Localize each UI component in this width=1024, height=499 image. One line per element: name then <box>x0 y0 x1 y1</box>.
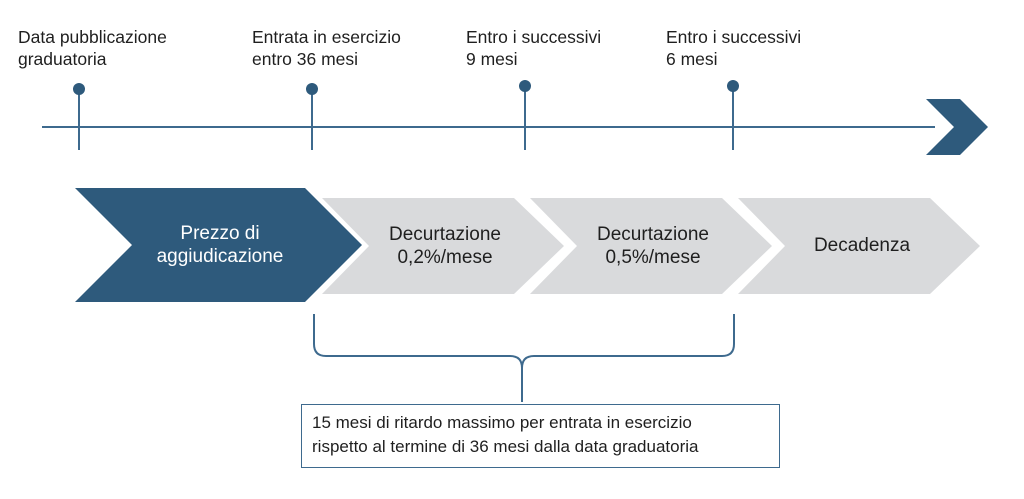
phase-chevron-decurtazione-1 <box>322 198 564 294</box>
milestone-label-1: Data pubblicazione graduatoria <box>18 26 167 70</box>
phase-label-decurtazione-2-line-1: Decurtazione <box>597 224 709 245</box>
delay-brace <box>313 314 735 402</box>
phase-label-decurtazione-2: Decurtazione 0,5%/mese <box>563 223 743 269</box>
milestone-marker-3 <box>519 80 531 150</box>
phase-label-prezzo: Prezzo di aggiudicazione <box>120 222 320 268</box>
milestone-label-3-line-2: 9 mesi <box>466 49 518 69</box>
milestone-label-2: Entrata in esercizio entro 36 mesi <box>252 26 401 70</box>
milestone-marker-2 <box>306 83 318 150</box>
phase-label-decurtazione-1: Decurtazione 0,2%/mese <box>355 223 535 269</box>
milestone-label-2-line-2: entro 36 mesi <box>252 49 359 69</box>
milestone-label-4: Entro i successivi 6 mesi <box>666 26 801 70</box>
phase-chevron-prezzo <box>75 188 362 302</box>
phase-chevron-decurtazione-2 <box>530 198 772 294</box>
phase-label-prezzo-line-2: aggiudicazione <box>156 246 284 267</box>
milestone-label-4-line-1: Entro i successivi <box>666 27 802 47</box>
milestone-label-3-line-1: Entro i successivi <box>466 27 602 47</box>
milestone-marker-4 <box>727 80 739 150</box>
milestone-label-1-line-1: Data pubblicazione <box>18 27 167 47</box>
timeline-arrowhead <box>926 99 988 155</box>
delay-note-box: 15 mesi di ritardo massimo per entrata i… <box>301 404 780 468</box>
milestone-label-2-line-1: Entrata in esercizio <box>252 27 401 47</box>
milestone-label-1-line-2: graduatoria <box>18 49 107 69</box>
phase-chevron-decadenza <box>738 198 980 294</box>
phase-label-decurtazione-1-line-2: 0,2%/mese <box>397 247 493 268</box>
milestone-marker-1 <box>73 83 85 150</box>
phase-label-prezzo-line-1: Prezzo di <box>180 223 260 244</box>
phase-label-decurtazione-1-line-1: Decurtazione <box>389 224 501 245</box>
milestone-label-3: Entro i successivi 9 mesi <box>466 26 601 70</box>
delay-note-line-2: rispetto al termine di 36 mesi dalla dat… <box>312 437 699 456</box>
delay-note-line-1: 15 mesi di ritardo massimo per entrata i… <box>312 413 692 432</box>
phase-label-decadenza-line-1: Decadenza <box>813 235 911 256</box>
phase-label-decadenza: Decadenza <box>772 234 952 257</box>
phase-label-decurtazione-2-line-2: 0,5%/mese <box>605 247 701 268</box>
milestone-label-4-line-2: 6 mesi <box>666 49 718 69</box>
